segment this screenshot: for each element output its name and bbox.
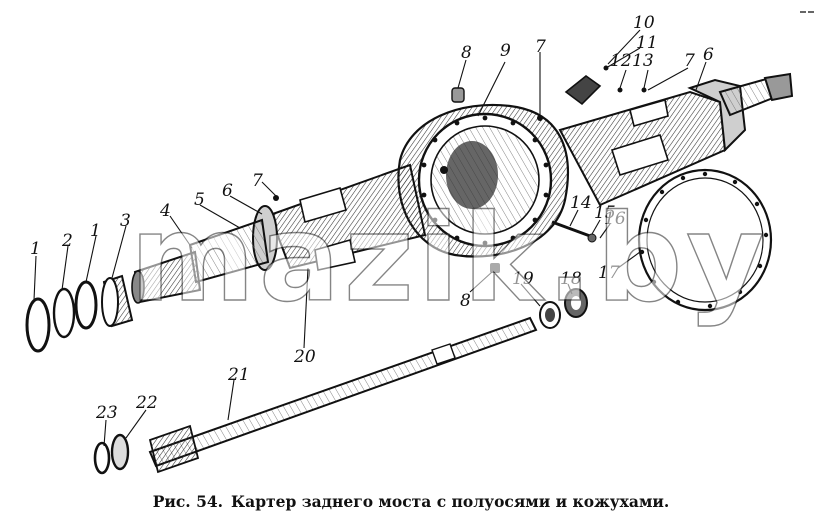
callout-6a: 6 bbox=[222, 181, 233, 201]
rear-cover-plate bbox=[637, 168, 773, 312]
half-shaft bbox=[148, 316, 538, 474]
figure-ref: Рис. 54. bbox=[152, 492, 224, 511]
callout-6b: 6 bbox=[703, 45, 714, 65]
callout-11: 11 bbox=[636, 33, 658, 53]
callout-labels: 1 2 1 3 4 5 6 7 8 9 7 10 11 12 13 7 6 14… bbox=[30, 13, 714, 423]
callout-9: 9 bbox=[500, 41, 511, 61]
callout-7b: 7 bbox=[535, 37, 546, 57]
right-axle-tube bbox=[558, 72, 794, 207]
callout-5: 5 bbox=[194, 190, 205, 210]
callout-10: 10 bbox=[633, 13, 655, 33]
left-axle-tube bbox=[131, 163, 427, 304]
callout-4: 4 bbox=[159, 201, 171, 221]
callout-13: 13 bbox=[632, 51, 654, 71]
callout-8a: 8 bbox=[461, 43, 472, 63]
callout-3: 3 bbox=[120, 211, 131, 231]
callout-2: 2 bbox=[61, 231, 73, 251]
leader-lines bbox=[33, 29, 707, 447]
callout-19: 19 bbox=[512, 269, 534, 289]
figure-title: Картер заднего моста с полуосями и кожух… bbox=[231, 492, 670, 511]
figure-caption: Рис. 54. Картер заднего моста с полуосями… bbox=[0, 492, 822, 511]
callout-7a: 7 bbox=[252, 171, 263, 191]
callout-7c: 7 bbox=[684, 51, 695, 71]
banjo-housing bbox=[397, 103, 569, 258]
callout-8b: 8 bbox=[460, 291, 471, 311]
callout-1a: 1 bbox=[30, 239, 41, 259]
left-rings bbox=[25, 274, 134, 353]
callout-17: 17 bbox=[598, 263, 620, 283]
callout-20: 20 bbox=[293, 347, 316, 367]
callout-1b: 1 bbox=[90, 221, 101, 241]
watermark-text: mazik.by bbox=[130, 190, 769, 329]
bearings bbox=[539, 288, 588, 329]
callout-18: 18 bbox=[560, 269, 582, 289]
callout-12: 12 bbox=[610, 51, 632, 71]
callout-15: 15 bbox=[594, 203, 616, 223]
callout-23: 23 bbox=[95, 403, 118, 423]
callout-16: 16 bbox=[604, 209, 626, 229]
callout-22: 22 bbox=[135, 393, 158, 413]
callout-14: 14 bbox=[570, 193, 592, 213]
callout-21: 21 bbox=[227, 365, 250, 385]
shaft-rings bbox=[93, 433, 130, 475]
